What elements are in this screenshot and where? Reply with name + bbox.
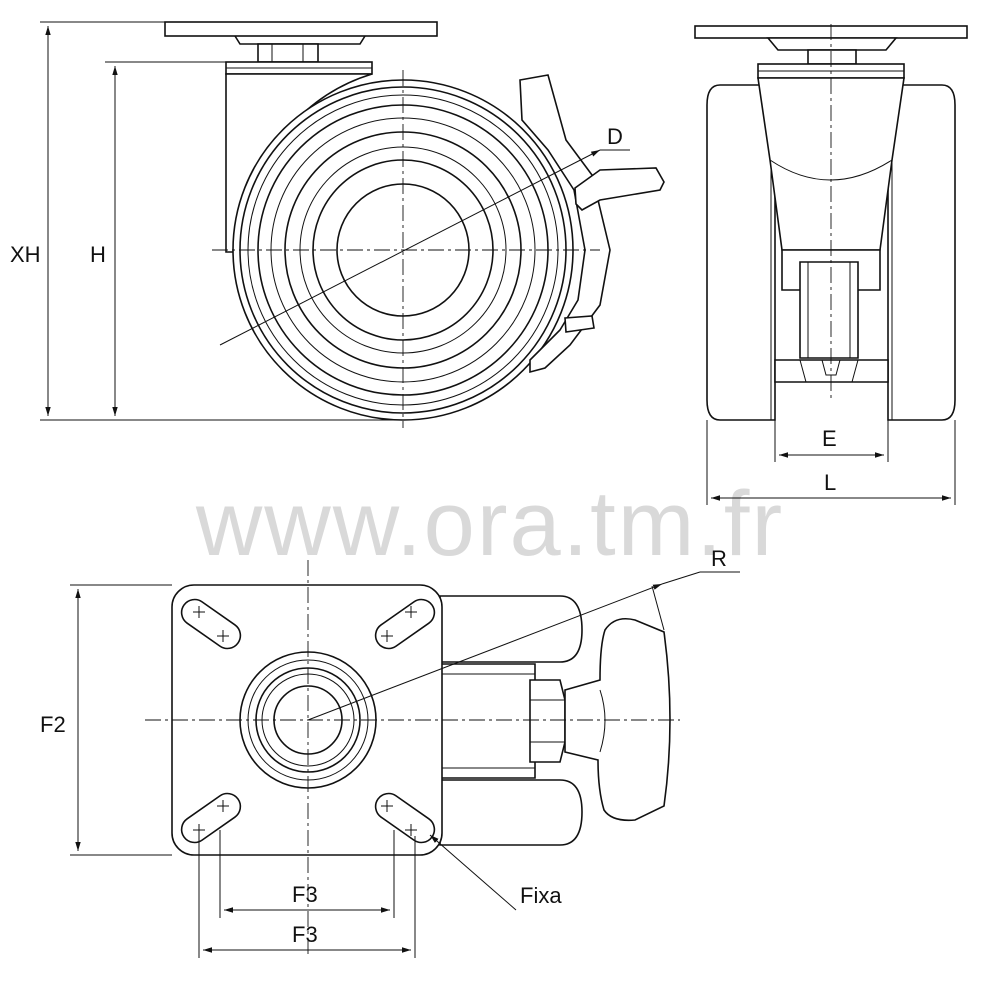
label-r: R	[711, 546, 727, 571]
label-h: H	[90, 242, 106, 267]
label-f3-outer: F3	[292, 922, 318, 947]
watermark: www.ora.tm.fr	[195, 473, 784, 575]
label-d: D	[607, 124, 623, 149]
label-fixa: Fixa	[520, 883, 562, 908]
label-f2: F2	[40, 712, 66, 737]
label-l: L	[824, 470, 836, 495]
mounting-slots	[180, 598, 436, 844]
label-f3-inner: F3	[292, 882, 318, 907]
front-view: E L	[694, 24, 968, 505]
label-e: E	[822, 426, 837, 451]
label-xh: XH	[10, 242, 41, 267]
top-view: R F2 F3 F3 Fixa	[40, 546, 740, 958]
side-view: D XH H	[10, 21, 665, 428]
